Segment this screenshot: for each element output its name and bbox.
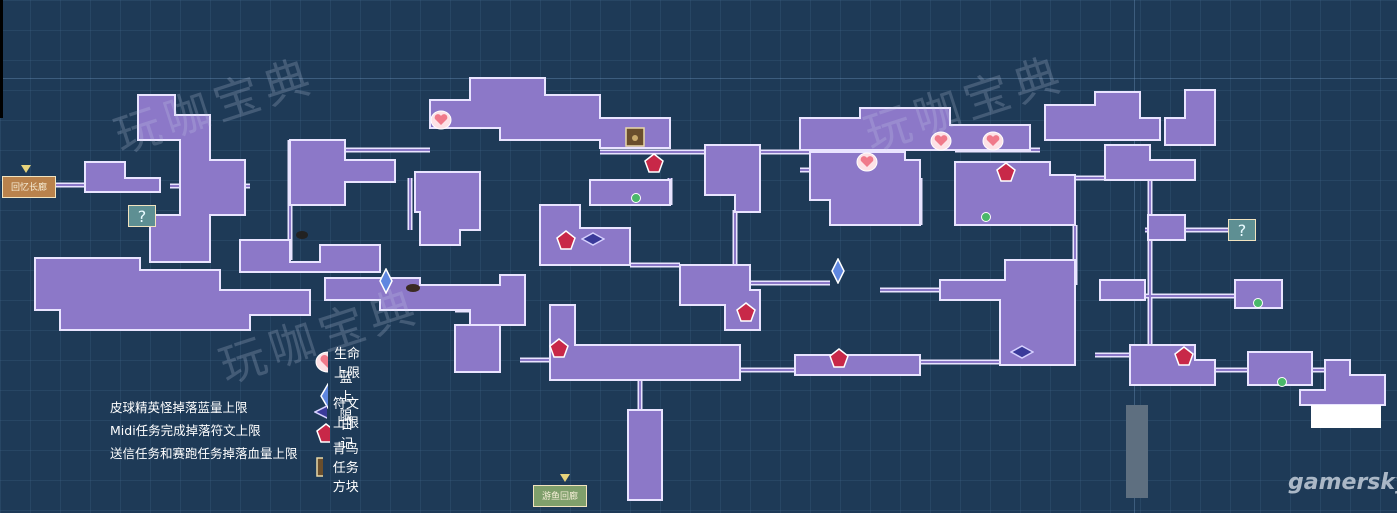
rune-icon[interactable] bbox=[581, 232, 605, 246]
chest-icon[interactable] bbox=[625, 127, 645, 147]
rune-icon bbox=[314, 405, 327, 419]
diary-gem-icon bbox=[316, 423, 331, 443]
save-point-icon[interactable] bbox=[1277, 377, 1287, 387]
legend-label: 生命上限 bbox=[334, 347, 361, 381]
grid-guide-line bbox=[0, 78, 1397, 79]
legend-item: 生命上限 bbox=[315, 343, 360, 381]
enemy-icon bbox=[295, 230, 309, 240]
note-text: 送信任务和赛跑任务掉落血量上限 bbox=[110, 446, 298, 461]
door-marker-icon bbox=[560, 474, 570, 482]
diary-gem-icon[interactable] bbox=[556, 230, 576, 250]
rune-icon[interactable] bbox=[1010, 345, 1034, 359]
note-text: Midi任务完成掉落符文上限 bbox=[110, 423, 261, 438]
legend-label: 青鸟任务方块 bbox=[332, 442, 359, 495]
edge-bar bbox=[0, 0, 3, 118]
door-left[interactable]: 回忆长廊 bbox=[2, 176, 57, 198]
diary-gem-icon[interactable] bbox=[736, 302, 756, 322]
chest-icon bbox=[316, 456, 323, 477]
legend-item: 日记 bbox=[316, 414, 359, 452]
diary-gem-icon[interactable] bbox=[996, 162, 1016, 182]
diary-gem-icon[interactable] bbox=[829, 348, 849, 368]
door-marker-icon bbox=[21, 165, 31, 173]
redaction-block bbox=[1126, 405, 1148, 498]
enemy-icon bbox=[405, 283, 421, 293]
legend-item: 蓝上限 bbox=[320, 367, 360, 424]
mana-crystal-icon[interactable] bbox=[379, 268, 393, 294]
legend-label: 符文上限 bbox=[333, 397, 360, 431]
mystery-door-left[interactable]: ? bbox=[128, 205, 156, 227]
redaction-block bbox=[1311, 405, 1381, 428]
mystery-door-right[interactable]: ? bbox=[1228, 219, 1256, 241]
diary-gem-icon[interactable] bbox=[644, 153, 664, 173]
save-point-icon[interactable] bbox=[631, 193, 641, 203]
legend-item: 符文上限 bbox=[314, 393, 359, 431]
mana-crystal-icon[interactable] bbox=[831, 258, 845, 284]
door-bottom[interactable]: 游鱼回廊 bbox=[533, 485, 588, 507]
map-room-shapes bbox=[34, 77, 1386, 501]
heart-icon bbox=[315, 351, 328, 373]
legend-label: 蓝上限 bbox=[339, 371, 353, 424]
legend-item: 青鸟任务方块 bbox=[316, 438, 359, 495]
diary-gem-icon[interactable] bbox=[549, 338, 569, 358]
legend-label: 日记 bbox=[340, 418, 354, 452]
diary-gem-icon[interactable] bbox=[1174, 346, 1194, 366]
heart-icon[interactable] bbox=[430, 110, 452, 130]
heart-icon[interactable] bbox=[930, 131, 952, 151]
heart-icon[interactable] bbox=[982, 131, 1004, 151]
save-point-icon[interactable] bbox=[1253, 298, 1263, 308]
grid-guide-line bbox=[1134, 0, 1135, 513]
corner-logo-text: gamersky bbox=[1288, 470, 1397, 495]
note-text: 皮球精英怪掉落蓝量上限 bbox=[110, 400, 248, 415]
save-point-icon[interactable] bbox=[981, 212, 991, 222]
heart-icon[interactable] bbox=[856, 152, 878, 172]
mana-crystal-icon bbox=[320, 382, 329, 409]
